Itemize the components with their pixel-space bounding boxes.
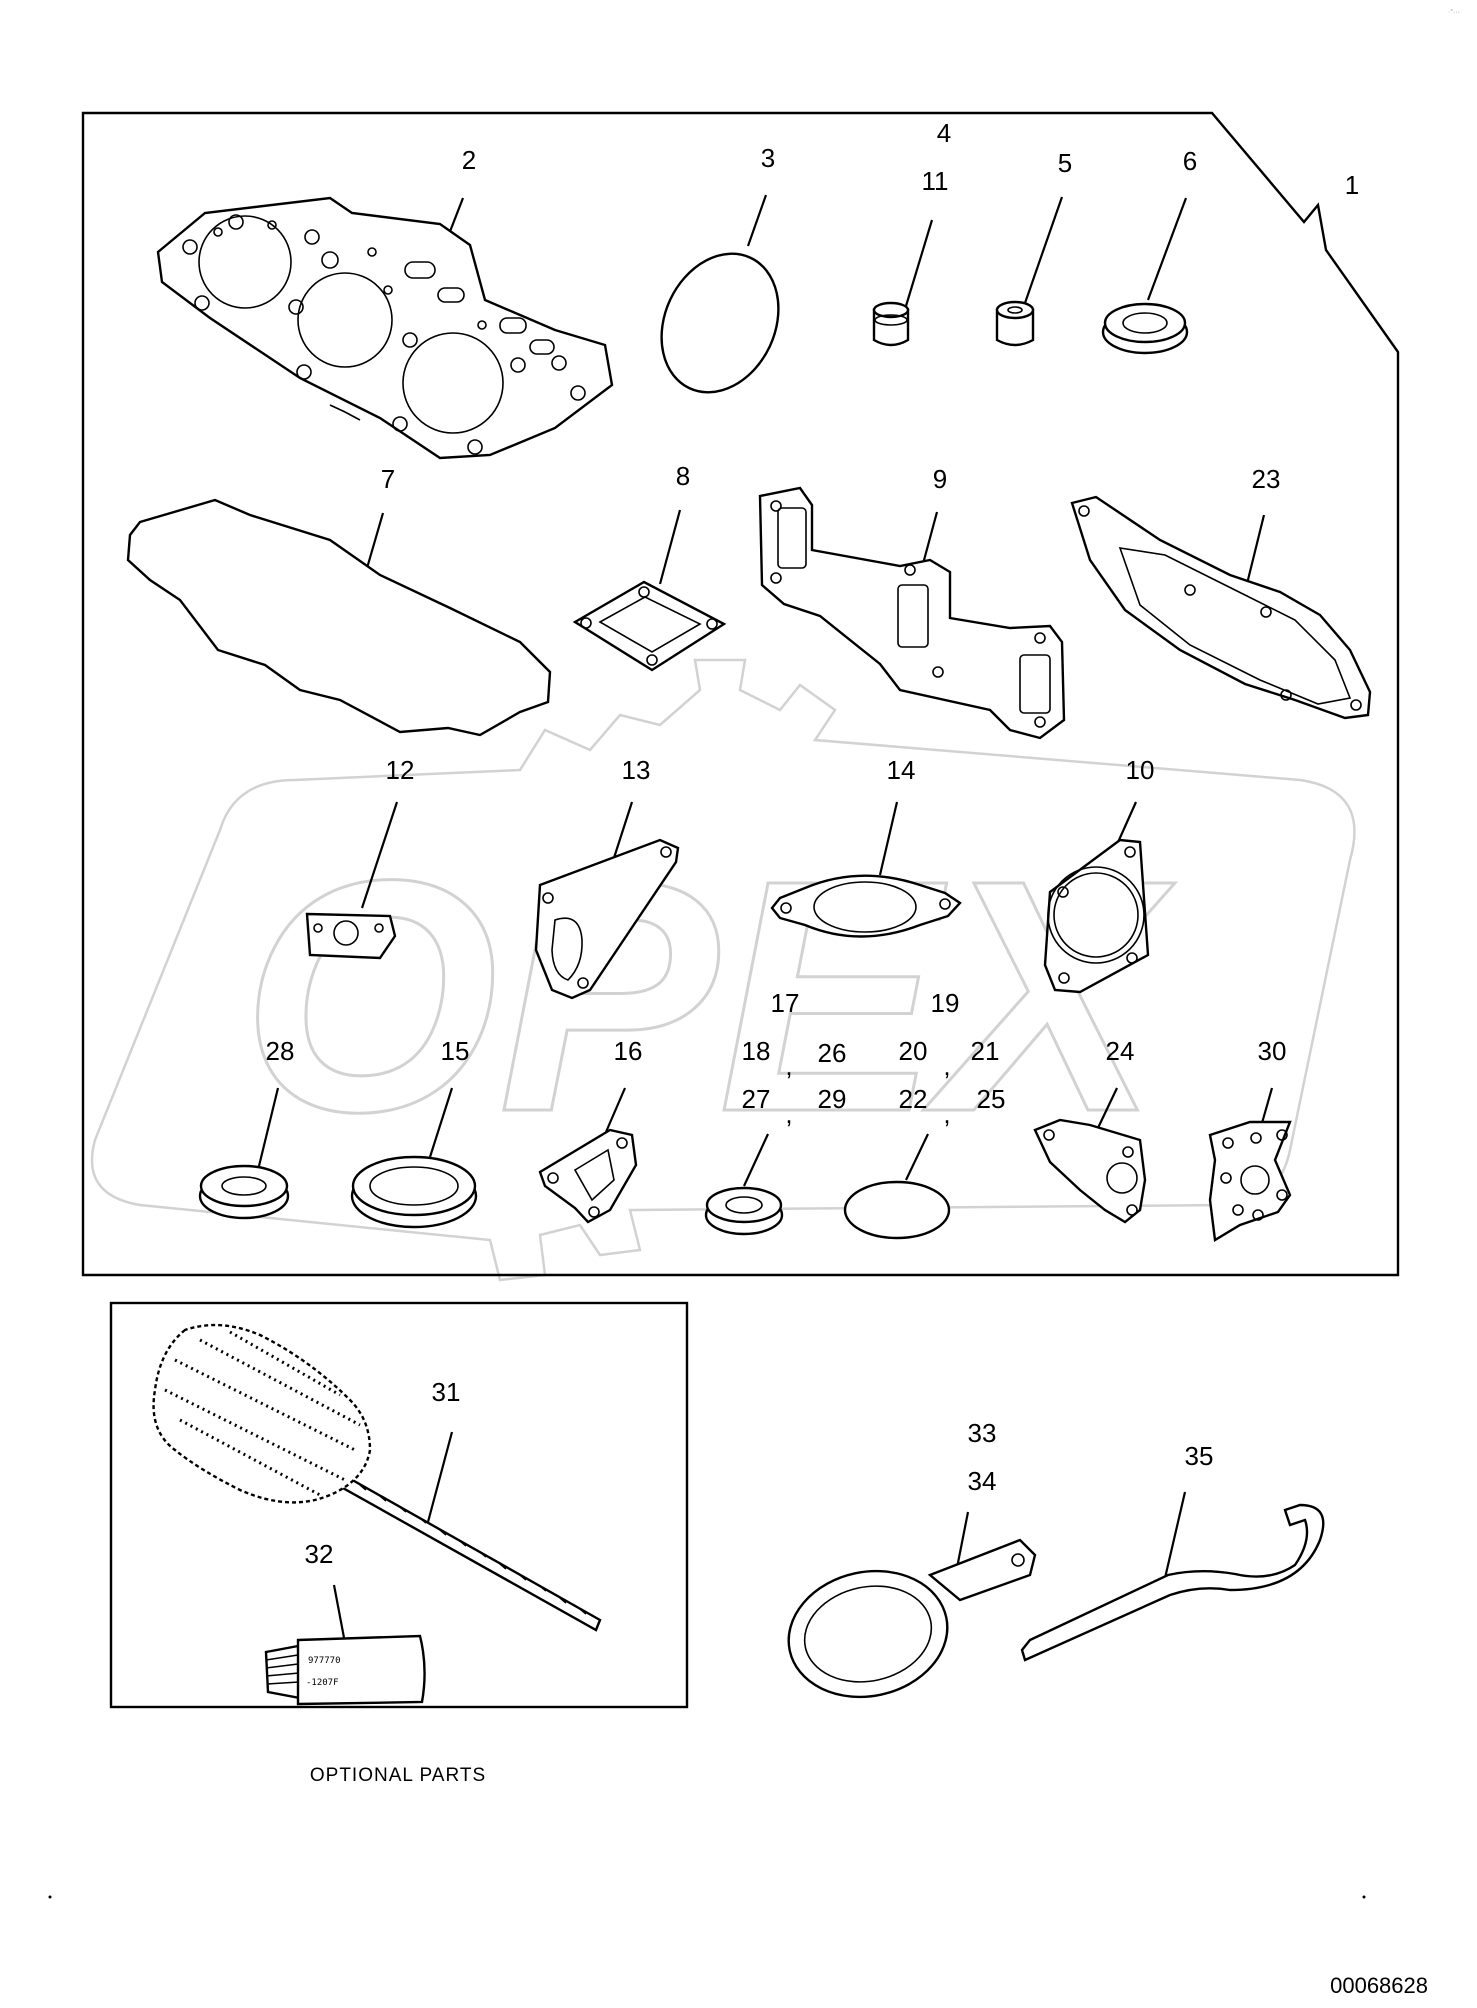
label-9: 9: [933, 464, 947, 494]
label-7: 7: [381, 464, 395, 494]
ring-wrench-tool: [787, 1538, 1037, 1699]
label-22: 22: [899, 1084, 928, 1114]
dot-mark: [1362, 1895, 1366, 1899]
rocker-cover-gasket-part: [126, 498, 552, 737]
label-19: 19: [931, 988, 960, 1018]
dot-mark: [48, 1895, 52, 1899]
label-3: 3: [761, 143, 775, 173]
seal-disc-part: [843, 1180, 951, 1240]
large-washer-part: [350, 1155, 478, 1229]
hook-wrench-tool: [1020, 1503, 1325, 1662]
label-33: 33: [968, 1418, 997, 1448]
corner-mark: ·°···: [1448, 8, 1460, 16]
label-13: 13: [622, 755, 651, 785]
label-6: 6: [1183, 146, 1197, 176]
label-20: 20: [899, 1036, 928, 1066]
tube-label-line1: 977770: [308, 1656, 341, 1666]
label-24: 24: [1106, 1036, 1135, 1066]
label-23: 23: [1252, 464, 1281, 494]
comma-separator: ,: [785, 1099, 792, 1129]
label-17: 17: [771, 988, 800, 1018]
bushing-part: [995, 300, 1035, 347]
tube-label-line2: -1207F: [306, 1678, 339, 1688]
oval-flange-gasket-part: [770, 874, 962, 938]
label-26: 26: [818, 1038, 847, 1068]
label-18: 18: [742, 1036, 771, 1066]
thermostat-gasket-part: [572, 580, 727, 672]
label-15: 15: [441, 1036, 470, 1066]
label-1: 1: [1345, 170, 1359, 200]
plate-gasket-part: [1208, 1120, 1292, 1242]
cylinder-head-gasket-part: [156, 196, 614, 460]
label-21: 21: [971, 1036, 1000, 1066]
water-pump-gasket-part: [534, 838, 680, 1000]
housing-gasket-part: [1033, 1118, 1147, 1224]
label-28: 28: [266, 1036, 295, 1066]
optional-parts-frame: [109, 1301, 689, 1709]
small-washer-part: [704, 1186, 784, 1236]
intake-manifold-gasket-part: [1070, 495, 1372, 720]
sealant-tube-part: 977770 -1207F: [264, 1634, 426, 1706]
label-12: 12: [386, 755, 415, 785]
label-31: 31: [432, 1377, 461, 1407]
label-30: 30: [1258, 1036, 1287, 1066]
valve-stem-seal-part: [872, 301, 910, 347]
kit-frame: [81, 111, 1400, 1277]
opex-watermark: OPEX: [90, 658, 1356, 1282]
comma-separator: ,: [943, 1099, 950, 1129]
label-10: 10: [1126, 755, 1155, 785]
label-35: 35: [1185, 1441, 1214, 1471]
comma-separator: ,: [943, 1051, 950, 1081]
label-25: 25: [977, 1084, 1006, 1114]
label-2: 2: [462, 145, 476, 175]
exhaust-manifold-gasket-part: [758, 486, 1066, 740]
label-5: 5: [1058, 148, 1072, 178]
label-16: 16: [614, 1036, 643, 1066]
label-4: 4: [937, 118, 951, 148]
comma-separator: ,: [785, 1051, 792, 1081]
document-id: 00068628: [1330, 1973, 1428, 1998]
hone-brush-part: [152, 1323, 602, 1632]
label-14: 14: [887, 755, 916, 785]
callout-labels: 1 2 3 4 5 6 7 8 9 10 11 12 13 14 15 16 1…: [266, 118, 1360, 1569]
optional-parts-caption: OPTIONAL PARTS: [310, 1765, 486, 1786]
watermark-text: OPEX: [241, 811, 1175, 1180]
label-32: 32: [305, 1539, 334, 1569]
washer-part: [198, 1164, 290, 1220]
outlet-gasket-part: [538, 1128, 638, 1224]
label-29: 29: [818, 1084, 847, 1114]
cover-gasket-part: [1043, 838, 1150, 994]
o-ring-part: [660, 252, 780, 394]
label-11: 11: [922, 166, 949, 196]
label-34: 34: [968, 1466, 997, 1496]
label-8: 8: [676, 461, 690, 491]
label-27: 27: [742, 1084, 771, 1114]
washer-part: [1101, 302, 1189, 355]
small-plate-gasket-part: [305, 912, 397, 960]
